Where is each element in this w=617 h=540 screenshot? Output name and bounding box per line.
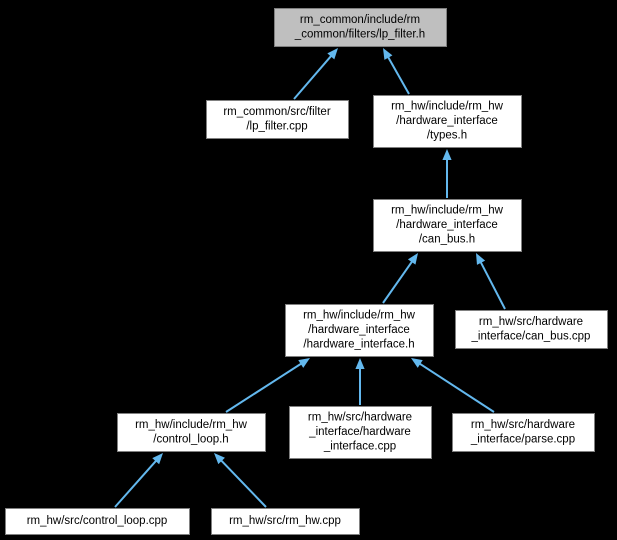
edge-arrowhead (355, 358, 365, 369)
edge-arrowhead (442, 149, 452, 160)
node-label: rm_hw/include/rm_hw/hardware_interface/h… (303, 310, 416, 351)
node-label: rm_hw/include/rm_hw/control_loop.h (135, 419, 248, 446)
node-label: rm_hw/src/hardware _interface/parse.cpp (470, 419, 575, 446)
graph-edge (382, 253, 418, 304)
graph-node[interactable]: rm_hw/include/rm_hw/hardware_interface/h… (285, 304, 434, 357)
node-label-line: _interface/parse.cpp (470, 433, 575, 445)
graph-edges-layer (114, 48, 506, 508)
edge-arrowhead (298, 358, 310, 368)
graph-edge (383, 48, 410, 95)
edge-line (382, 260, 414, 304)
node-label-line: rm_hw/include/rm_hw (303, 310, 416, 322)
graph-edge (411, 358, 495, 413)
graph-edge (225, 358, 310, 413)
node-box[interactable] (211, 508, 360, 535)
edge-arrowhead (152, 453, 163, 465)
node-label-line: rm_hw/src/rm_hw.cpp (229, 515, 341, 527)
node-label-line: /hardware_interface (396, 115, 498, 127)
node-label: rm_common/src/filter/lp_filter.cpp (223, 106, 331, 133)
node-label-line: _interface/can_bus.cpp (471, 330, 591, 342)
node-box[interactable] (289, 406, 432, 459)
node-label-line: rm_hw/include/rm_hw (135, 419, 248, 431)
node-label-line: /hardware_interface (308, 324, 410, 336)
node-label-line: rm_hw/include/rm_hw (391, 101, 504, 113)
node-label: rm_hw/src/hardware _interface/hardware _in… (308, 412, 412, 453)
graph-node[interactable]: rm_hw/include/rm_hw/control_loop.h (117, 413, 266, 452)
node-label-line: _interface.cpp (323, 441, 396, 453)
graph-node[interactable]: rm_hw/src/hardware _interface/parse.cpp (452, 413, 595, 452)
node-label-line: _interface/hardware (308, 426, 411, 438)
node-label-line: /can_bus.h (419, 234, 475, 246)
node-label: rm_hw/src/hardware _interface/can_bus.cpp (471, 316, 591, 343)
graph-edge (355, 358, 365, 405)
node-label: rm_hw/src/rm_hw.cpp (229, 515, 341, 527)
graph-node[interactable]: rm_hw/include/rm_hw/hardware_interface/t… (373, 95, 522, 148)
node-box-root[interactable] (274, 8, 447, 47)
graph-node[interactable]: rm_common/src/filter/lp_filter.cpp (206, 100, 349, 139)
edge-line (293, 54, 333, 100)
edge-line (225, 362, 303, 413)
node-box[interactable] (285, 304, 434, 357)
node-label-line: rm_hw/src/hardware (308, 412, 412, 424)
edge-arrowhead (383, 48, 393, 60)
node-box[interactable] (452, 413, 595, 452)
node-label-line: rm_hw/src/hardware (479, 316, 583, 328)
node-label: rm_common/include/rm _common/filters/lp_f… (294, 14, 425, 41)
edge-arrowhead (476, 253, 486, 265)
graph-edge (442, 149, 452, 198)
node-label-line: rm_common/include/rm (300, 14, 420, 26)
node-label: rm_hw/src/control_loop.cpp (27, 515, 168, 527)
edge-line (479, 260, 506, 310)
node-label-line: rm_hw/src/control_loop.cpp (27, 515, 168, 527)
node-label-line: rm_common/src/filter (223, 106, 331, 118)
node-box[interactable] (5, 508, 190, 535)
graph-node[interactable]: rm_hw/src/control_loop.cpp (5, 508, 190, 535)
edge-line (386, 55, 410, 95)
graph-edge (293, 48, 338, 100)
graph-node[interactable]: rm_hw/src/hardware _interface/hardware _in… (289, 406, 432, 459)
node-box[interactable] (455, 310, 608, 349)
node-label-line: rm_hw/include/rm_hw (391, 205, 504, 217)
node-label: rm_hw/include/rm_hw/hardware_interface/c… (391, 205, 504, 246)
node-box[interactable] (206, 100, 349, 139)
graph-edge (214, 453, 267, 508)
graph-node[interactable]: rm_common/include/rm _common/filters/lp_f… (274, 8, 447, 47)
edge-arrowhead (327, 48, 338, 60)
node-box[interactable] (373, 199, 522, 252)
graph-node[interactable]: rm_hw/include/rm_hw/hardware_interface/c… (373, 199, 522, 252)
edge-arrowhead (214, 453, 225, 465)
graph-edge (114, 453, 163, 508)
node-label-line: /hardware_interface.h (303, 339, 414, 351)
edge-line (219, 459, 267, 508)
node-label-line: /hardware_interface (396, 219, 498, 231)
node-box[interactable] (117, 413, 266, 452)
node-label-line: /types.h (427, 130, 467, 142)
edge-arrowhead (407, 253, 418, 265)
graph-edge (476, 253, 506, 310)
node-label-line: /lp_filter.cpp (246, 120, 307, 132)
graph-node[interactable]: rm_hw/src/hardware _interface/can_bus.cpp (455, 310, 608, 349)
edge-arrowhead (411, 358, 423, 368)
edge-line (114, 459, 158, 508)
node-label-line: /control_loop.h (153, 433, 228, 445)
node-label: rm_hw/include/rm_hw/hardware_interface/t… (391, 101, 504, 142)
graph-node[interactable]: rm_hw/src/rm_hw.cpp (211, 508, 360, 535)
node-box[interactable] (373, 95, 522, 148)
node-label-line: rm_hw/src/hardware (471, 419, 575, 431)
edge-line (418, 362, 495, 413)
graph-nodes-layer: rm_common/include/rm _common/filters/lp_f… (5, 8, 608, 535)
node-label-line: _common/filters/lp_filter.h (294, 28, 425, 40)
